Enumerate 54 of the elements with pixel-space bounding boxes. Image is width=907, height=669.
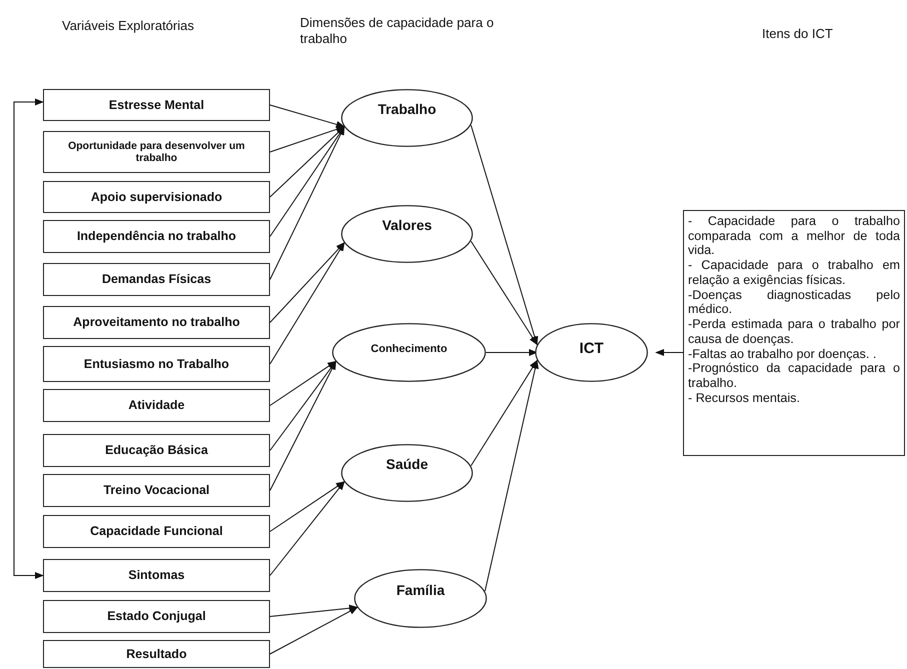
- ellipse-label: ICT: [579, 340, 604, 357]
- item-text: - Capacidade para o trabalho comparada com a melhor de toda vida.: [688, 214, 900, 258]
- arrow: [470, 360, 538, 466]
- variable-box: Atividade: [43, 389, 270, 422]
- variable-box: Aproveitamento no trabalho: [43, 306, 270, 339]
- variable-box: Apoio supervisionado: [43, 181, 270, 213]
- arrow: [270, 242, 345, 364]
- arrow: [270, 360, 337, 406]
- arrow: [270, 481, 345, 576]
- arrow: [655, 348, 684, 356]
- item-text: - Recursos mentais.: [688, 390, 801, 406]
- variable-box: Treino Vocacional: [43, 474, 270, 507]
- outcome-ellipse: [535, 323, 648, 382]
- ellipse-label: Saúde: [386, 456, 428, 472]
- variable-box: Estado Conjugal: [43, 600, 270, 633]
- dimension-ellipse: [354, 569, 487, 628]
- arrow: [270, 126, 346, 152]
- item-text: -Doenças diagnosticadas pelo médico.: [688, 288, 900, 318]
- arrow: [270, 242, 345, 323]
- dimension-ellipse: [332, 323, 486, 382]
- variable-box: Sintomas: [43, 559, 270, 592]
- column-heading: Dimensões de capacidade para o trabalho: [300, 15, 495, 46]
- ellipse-label: Conhecimento: [370, 342, 448, 354]
- dimension-ellipse: [341, 205, 473, 263]
- item-text: -Faltas ao trabalho por doenças. .: [688, 346, 878, 362]
- variable-box: Oportunidade para desenvolver um trabalho: [43, 131, 270, 173]
- arrow: [270, 360, 336, 491]
- variable-box: Estresse Mental: [43, 89, 270, 121]
- arrow: [270, 606, 358, 654]
- arrow: [470, 240, 538, 346]
- items-text-box: [683, 210, 905, 456]
- ellipse-label: Valores: [382, 217, 432, 233]
- item-text: -Prognóstico da capacidade para o trabalho.: [688, 361, 900, 391]
- arrow: [270, 104, 346, 128]
- item-text: -Perda estimada para o trabalho por causa de doenças.: [688, 317, 900, 347]
- ellipse-label: Família: [396, 582, 445, 598]
- ellipse-label: Trabalho: [378, 101, 436, 117]
- column-heading: Itens do ICT: [762, 26, 833, 42]
- arrow: [484, 360, 539, 592]
- variable-box: Resultado: [43, 640, 270, 668]
- variable-box: Educação Básica: [43, 434, 270, 467]
- variable-box: Independência no trabalho: [43, 220, 270, 253]
- arrow: [14, 98, 44, 580]
- arrow: [470, 124, 538, 346]
- column-heading: Variáveis Exploratórias: [62, 18, 194, 34]
- arrow: [270, 481, 346, 532]
- item-text: - Capacidade para o trabalho em relação a exigências físicas.: [688, 258, 900, 288]
- variable-box: Entusiasmo no Trabalho: [43, 346, 270, 382]
- variable-box: Capacidade Funcional: [43, 515, 270, 548]
- arrow: [270, 604, 358, 617]
- dimension-ellipse: [341, 444, 473, 502]
- variable-box: Demandas Físicas: [43, 263, 270, 296]
- arrow: [270, 126, 345, 280]
- dimension-ellipse: [341, 89, 473, 147]
